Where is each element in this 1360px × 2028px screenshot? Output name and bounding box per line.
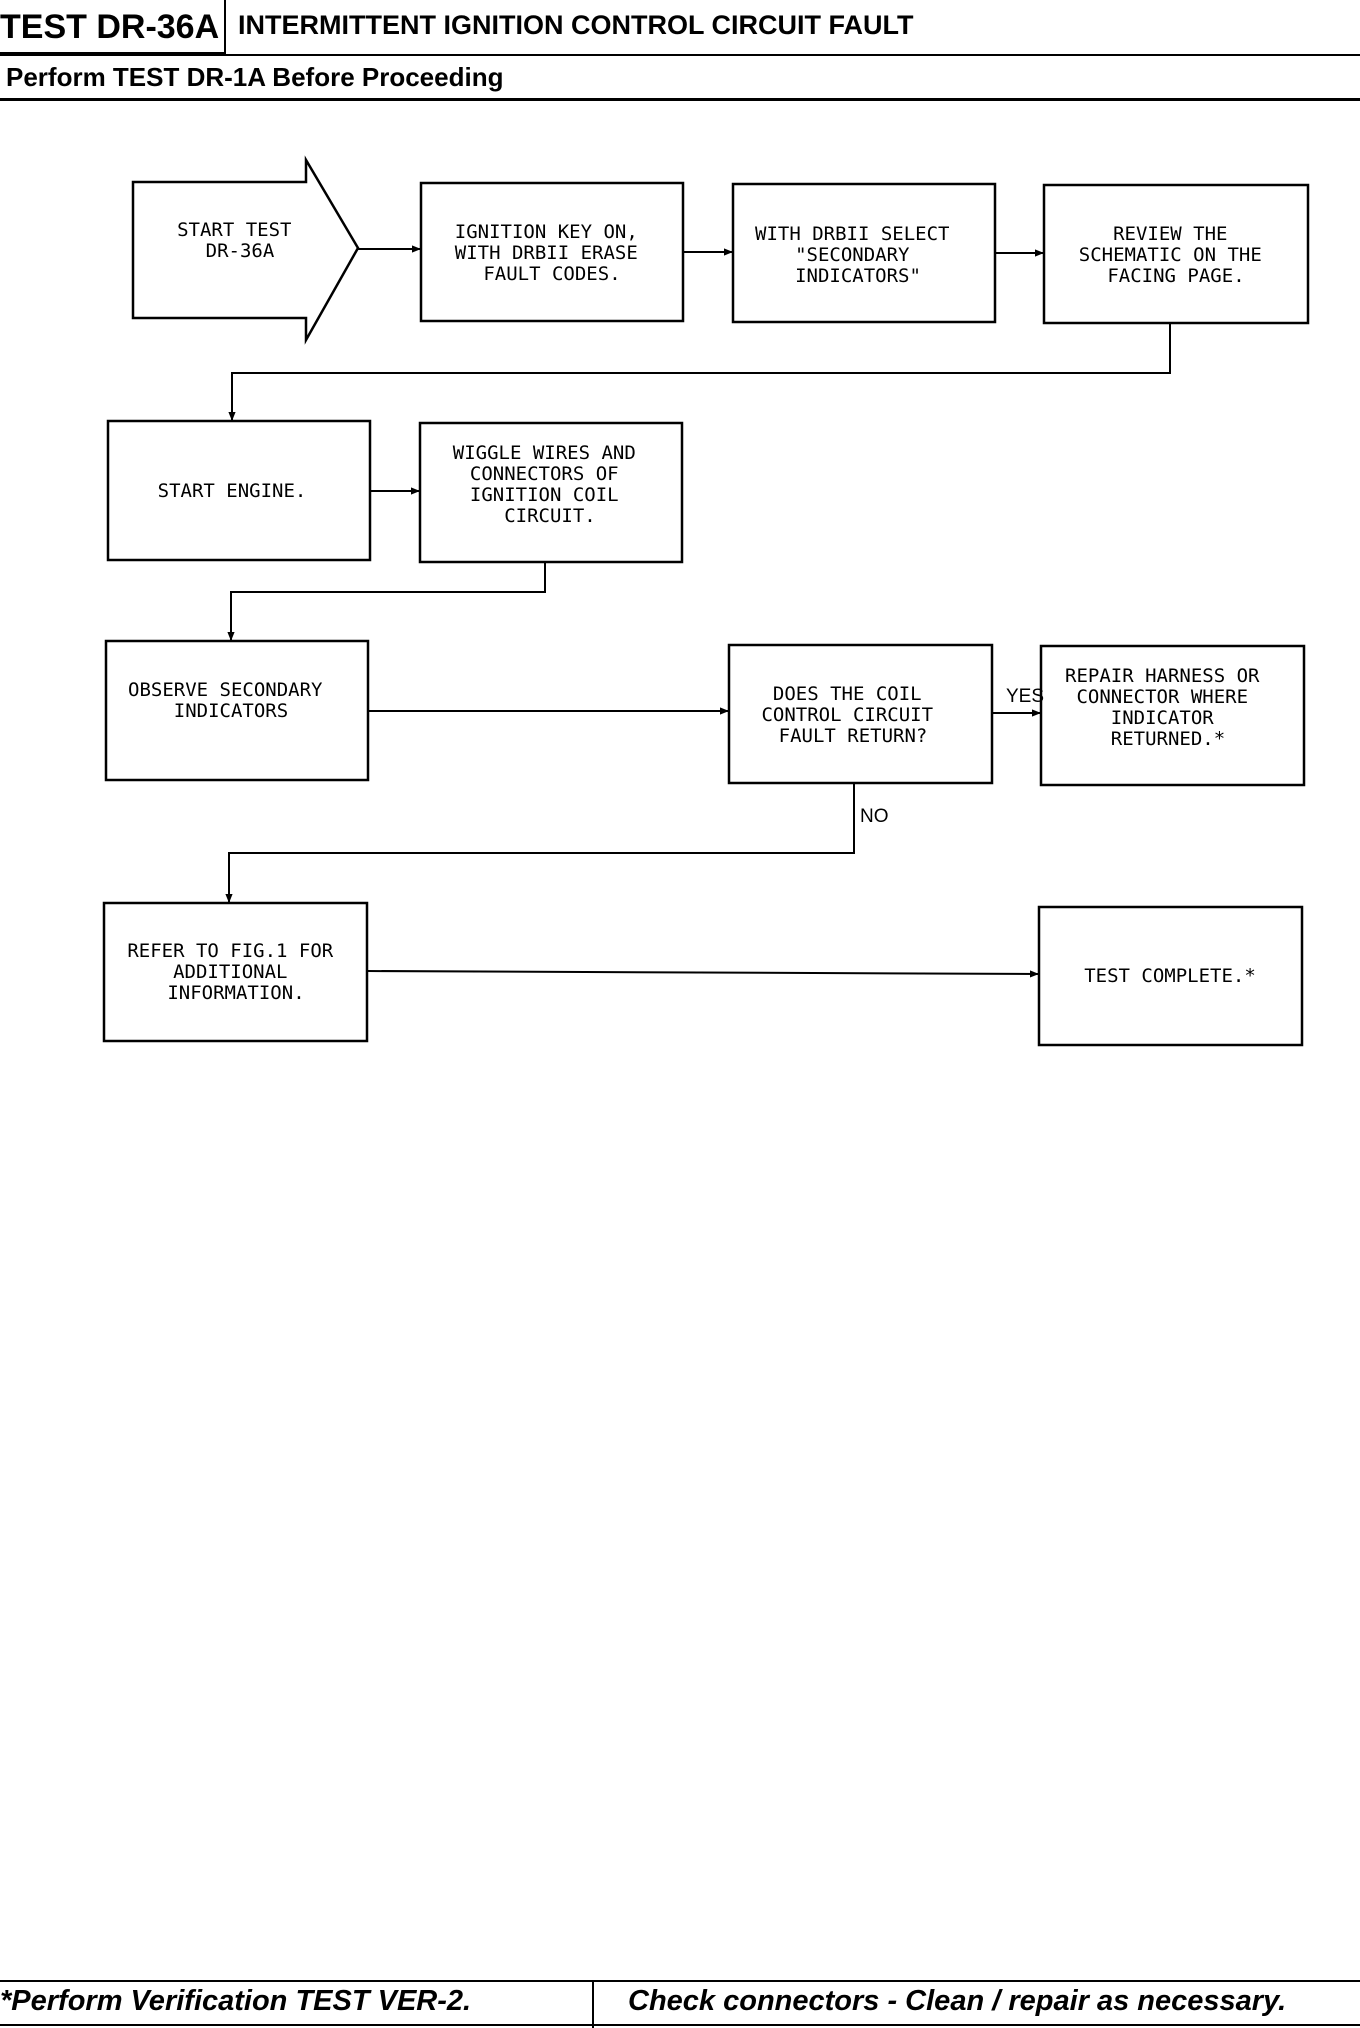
test-complete-text: TEST COMPLETE.* bbox=[1084, 965, 1256, 987]
footer-divider bbox=[592, 1980, 594, 2028]
test-complete-box bbox=[1037, 905, 1304, 1047]
no-label: NO bbox=[860, 806, 889, 827]
yes-label: YES bbox=[1006, 686, 1044, 707]
wiggle-wires-box bbox=[418, 421, 684, 564]
start-engine-text: START ENGINE. bbox=[158, 480, 307, 502]
page-title: INTERMITTENT IGNITION CONTROL CIRCUIT FA… bbox=[238, 10, 914, 40]
wiggle-wires-text: WIGGLE WIRES AND CONNECTORS OF IGNITION … bbox=[453, 442, 647, 527]
select-indicators-text: WITH DRBII SELECT "SECONDARY INDICATORS" bbox=[755, 223, 961, 287]
test-code: TEST DR-36A bbox=[0, 0, 226, 54]
footer-bottom-rule bbox=[0, 2024, 1360, 2026]
review-schematic-text: REVIEW THE SCHEMATIC ON THE FACING PAGE. bbox=[1079, 223, 1273, 287]
edge-wiggle-to-observe bbox=[227, 562, 546, 641]
header-divider bbox=[0, 54, 1360, 56]
edge-refer-to-complete bbox=[366, 970, 1040, 978]
page-subtitle: Perform TEST DR-1A Before Proceeding bbox=[6, 62, 504, 92]
edge-review-to-start-engine bbox=[228, 323, 1171, 421]
footer-connectors-note: Check connectors - Clean / repair as nec… bbox=[628, 1985, 1287, 2017]
decision-text: DOES THE COIL CONTROL CIRCUIT FAULT RETU… bbox=[761, 683, 944, 747]
start-node-text: START TEST DR-36A bbox=[177, 219, 303, 262]
ignition-key-on-text: IGNITION KEY ON, WITH DRBII ERASE FAULT … bbox=[455, 221, 649, 285]
refer-fig-text: REFER TO FIG.1 FOR ADDITIONAL INFORMATIO… bbox=[127, 940, 344, 1004]
repair-harness-box bbox=[1039, 644, 1306, 787]
repair-harness-text: REPAIR HARNESS OR CONNECTOR WHERE INDICA… bbox=[1065, 665, 1271, 750]
start-node bbox=[131, 155, 360, 345]
header-bottom-rule bbox=[0, 98, 1360, 101]
footer-top-rule bbox=[0, 1980, 1360, 1982]
footer-verification-note: *Perform Verification TEST VER-2. bbox=[0, 1985, 472, 2017]
edge-decision-no bbox=[225, 783, 855, 903]
observe-indicators-text: OBSERVE SECONDARY INDICATORS bbox=[128, 679, 334, 722]
